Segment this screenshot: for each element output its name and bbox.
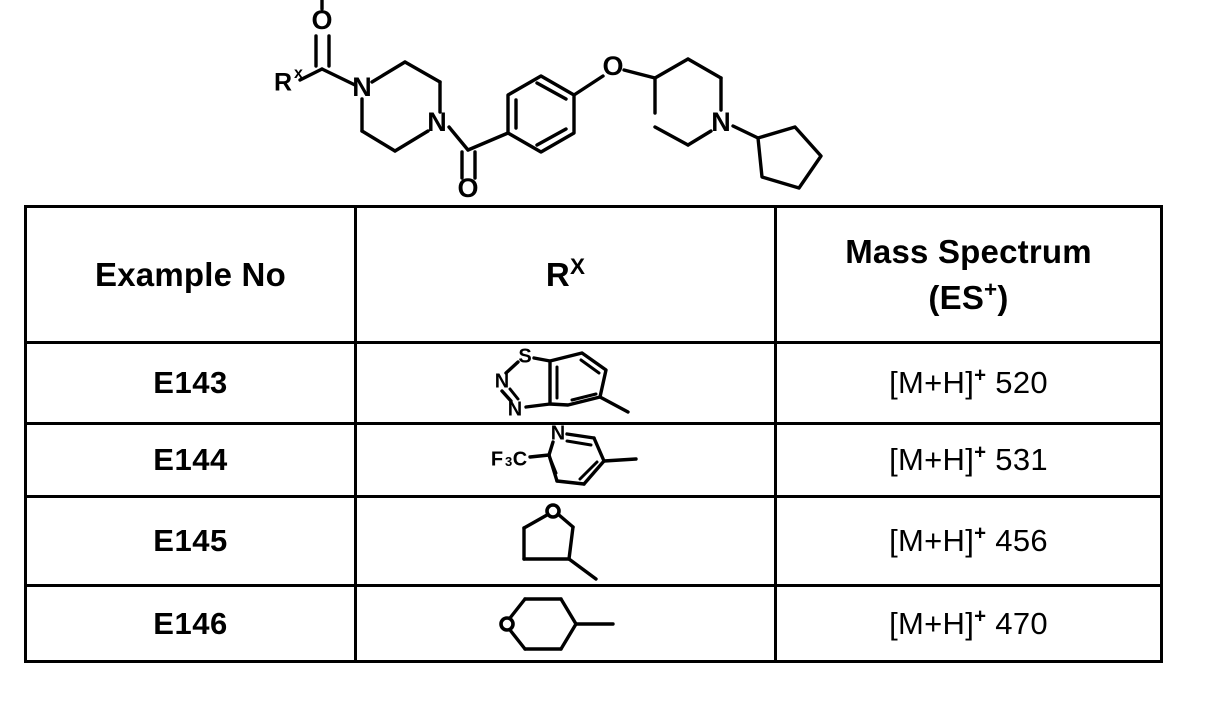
scheme-rx-label: R [274, 69, 292, 97]
table-row: E146 [M+H]+ 470 [24, 584, 1163, 663]
structure-tetrahydrofuran-svg [521, 503, 598, 581]
column-header-rx-superscript: X [569, 253, 586, 279]
atom-trifluoromethyl-c: C [512, 448, 526, 470]
mass-spectrum-paren-open: (ES [928, 278, 985, 316]
column-header-rx-label: R [545, 255, 570, 293]
table-row: E143 S N N [24, 341, 1163, 425]
structure-tetrahydropyran-svg [498, 596, 615, 651]
mass-spectrum-value: 520 [995, 365, 1048, 400]
column-header-mass-spectrum: Mass Spectrum (ES+) [774, 205, 1163, 344]
cell-mass-spectrum: [M+H]+ 470 [774, 584, 1163, 663]
scheme-carbonyl-oxygen: O [311, 5, 332, 35]
column-header-example-no: Example No [24, 205, 357, 344]
scheme-ether-oxygen: O [602, 51, 623, 81]
atom-oxygen [544, 503, 561, 519]
structure-trifluoromethylpyridine-svg: F 3 C N [490, 425, 638, 486]
cell-example-no: E144 [24, 422, 357, 498]
chemical-scheme: O R x N N O O [0, 0, 1210, 205]
mass-spectrum-charge: + [974, 521, 987, 545]
mass-spectrum-charge: + [974, 363, 987, 387]
scheme-structure-svg: O R x N N O O [274, 0, 823, 203]
mass-spectrum-charge: + [974, 440, 987, 464]
atom-sulfur: S [518, 345, 531, 367]
column-header-rx: RX [354, 205, 777, 344]
atom-nitrogen-2: N [507, 398, 521, 420]
table-header-row: Example No RX Mass Spectrum (ES+) [24, 205, 1163, 344]
mass-spectrum-ion: [M+H] [889, 365, 975, 400]
mass-spectrum-paren-close: ) [997, 278, 1009, 316]
example-no-value: E144 [153, 442, 228, 477]
cell-example-no: E145 [24, 495, 357, 587]
mass-spectrum-value: 456 [995, 523, 1048, 558]
table-row: E144 F 3 C N [24, 422, 1163, 498]
cell-rx-structure [354, 584, 777, 663]
column-header-example-no-label: Example No [95, 255, 286, 293]
scheme-rx-superscript: x [294, 65, 303, 82]
atom-trifluoromethyl-f: F [490, 448, 502, 470]
cell-example-no: E143 [24, 341, 357, 425]
mass-spectrum-charge-superscript: + [984, 276, 998, 302]
example-no-value: E145 [153, 523, 228, 558]
cell-mass-spectrum: [M+H]+ 456 [774, 495, 1163, 587]
mass-spectrum-ion: [M+H] [889, 442, 975, 477]
scheme-piperidine-nitrogen: N [711, 107, 731, 137]
scheme-ketone-oxygen: O [457, 173, 478, 203]
column-header-mass-spectrum-line2: (ES+) [777, 277, 1160, 318]
example-no-value: E146 [153, 605, 228, 641]
column-header-mass-spectrum-line1: Mass Spectrum [845, 233, 1092, 271]
cell-rx-structure: S N N [354, 341, 777, 425]
cell-rx-structure: F 3 C N [354, 422, 777, 498]
atom-nitrogen: N [550, 425, 564, 444]
mass-spectrum-ion: [M+H] [889, 605, 975, 641]
scheme-piperazine-nitrogen-1: N [352, 72, 372, 102]
atom-nitrogen-1: N [494, 370, 508, 392]
cell-example-no: E146 [24, 584, 357, 663]
cell-rx-structure [354, 495, 777, 587]
cell-mass-spectrum: [M+H]+ 520 [774, 341, 1163, 425]
scheme-piperazine-nitrogen-2: N [427, 107, 447, 137]
mass-spectrum-charge: + [974, 604, 987, 628]
atom-trifluoromethyl-subscript: 3 [505, 454, 512, 469]
mass-spectrum-ion: [M+H] [889, 523, 975, 558]
table-row: E145 [M+H]+ 456 [24, 495, 1163, 587]
mass-spectrum-value: 470 [995, 605, 1048, 641]
structure-benzothiadiazole-svg: S N N [494, 345, 630, 420]
mass-spectrum-value: 531 [995, 442, 1048, 477]
examples-table: Example No RX Mass Spectrum (ES+) E143 S… [24, 205, 1163, 663]
atom-oxygen [498, 615, 515, 632]
cell-mass-spectrum: [M+H]+ 531 [774, 422, 1163, 498]
example-no-value: E143 [153, 365, 228, 400]
